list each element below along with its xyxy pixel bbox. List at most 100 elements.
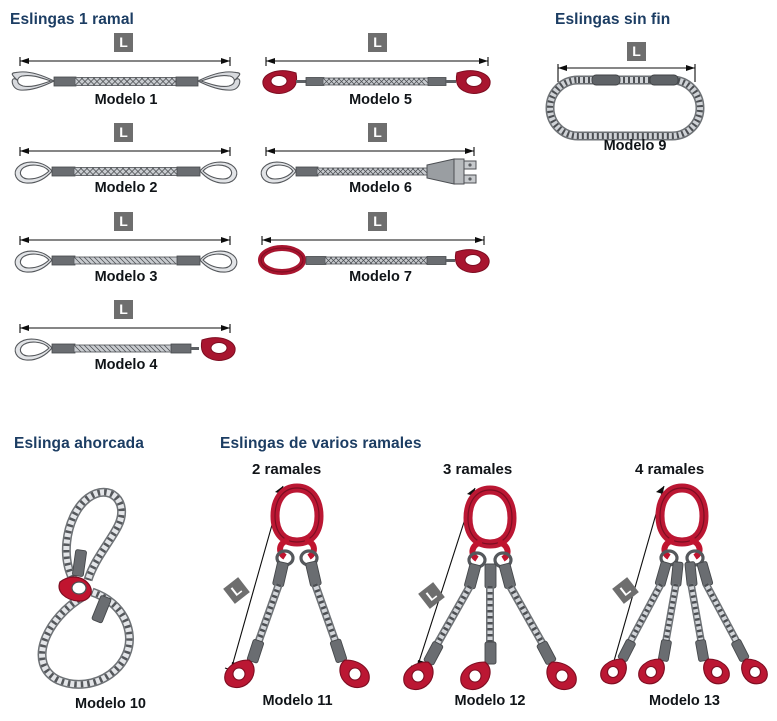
model-modelo-1: L Modelo (6, 33, 246, 108)
dimension-arrow-modelo-2 (19, 147, 231, 156)
hook-right-modelo-5 (446, 70, 491, 94)
dimension-label-l-modelo-4: L (114, 300, 133, 319)
ferrule-bottom-2-modelo-13 (658, 639, 672, 662)
legs-modelo-12 (431, 584, 549, 650)
dimension-label-l-modelo-2: L (114, 123, 133, 142)
ferrule-left-modelo-6 (295, 166, 319, 177)
hook-2-modelo-13 (638, 658, 665, 685)
ferrule-bottom-middle-modelo-12 (484, 641, 497, 665)
model-modelo-2: L Modelo (6, 123, 246, 196)
dimension-arrow-modelo-9 (557, 64, 696, 82)
endless-loop-body (545, 75, 705, 141)
dimension-label-l-modelo-6: L (368, 123, 387, 142)
hook-1-modelo-13 (600, 658, 627, 685)
model-modelo-10: Modelo 10 (18, 468, 203, 712)
modelo-10-illustration (37, 487, 134, 689)
hook-right-modelo-12 (546, 661, 577, 691)
rope-body-modelo-3 (73, 256, 179, 265)
master-link-modelo-13 (655, 483, 709, 547)
modelo-2-illustration (14, 147, 238, 184)
fork-socket-right-modelo-6 (426, 158, 477, 185)
modelo-6-illustration (260, 147, 477, 185)
ferrule-right-modelo-2 (176, 166, 201, 177)
hook-left-modelo-5 (262, 70, 306, 94)
model-label-modelo-4: Modelo 4 (94, 357, 158, 373)
modelo-1-illustration (11, 57, 241, 91)
ferrule-left-modelo-1 (53, 76, 77, 87)
modelo-5-illustration (262, 57, 491, 94)
rope-body-modelo-1 (74, 77, 178, 86)
thimble-eye-left (14, 161, 53, 184)
ferrule-left-modelo-4 (51, 343, 76, 354)
hook-right-modelo-7 (446, 249, 490, 273)
master-link-modelo-12 (463, 485, 517, 549)
modelo-13-illustration (600, 483, 768, 685)
rope-body-modelo-2 (73, 167, 179, 176)
dimension-arrow-modelo-3 (19, 236, 231, 245)
choker-rope (37, 487, 134, 689)
thimble-eye-left (14, 250, 53, 273)
ferrule-left-modelo-2 (51, 166, 76, 177)
dimension-arrow-modelo-5 (265, 57, 489, 66)
model-label-modelo-12: Modelo 12 (454, 693, 526, 709)
ferrule-top-2-modelo-13 (670, 561, 684, 587)
model-label-modelo-11: Modelo 11 (262, 693, 333, 709)
section-title-eslinga-ahorcada: Eslinga ahorcada (14, 435, 144, 452)
hook-right-modelo-4 (191, 337, 236, 361)
legs-modelo-13 (624, 582, 743, 648)
section-title-eslingas-varios-ramales: Eslingas de varios ramales (220, 435, 422, 452)
model-label-modelo-13: Modelo 13 (649, 693, 720, 709)
rope-body-modelo-7 (324, 256, 429, 265)
model-label-modelo-6: Modelo 6 (349, 180, 412, 196)
legs-modelo-11 (253, 582, 341, 648)
hook-4-modelo-13 (741, 658, 768, 685)
ferrule-right-modelo-7 (426, 256, 447, 265)
modelo-12-illustration (403, 485, 577, 691)
ferrule-right-modelo-1 (175, 76, 199, 87)
ferrule-left-modelo-7 (305, 256, 327, 265)
rope-body-modelo-4 (73, 344, 173, 353)
model-label-modelo-2: Modelo 2 (94, 180, 158, 196)
model-label-modelo-3: Modelo 3 (94, 269, 158, 285)
dimension-arrow-modelo-13 (605, 485, 665, 671)
dimension-label-l-modelo-3: L (114, 212, 133, 231)
model-label-modelo-1: Modelo 1 (94, 92, 158, 108)
model-label-modelo-10: Modelo 10 (75, 696, 146, 712)
subtitle-2-ramales: 2 ramales (252, 461, 322, 478)
ferrule-right-modelo-5 (427, 77, 447, 86)
dimension-label-l-modelo-9: L (627, 42, 646, 61)
ferrule-top-middle-modelo-12 (484, 563, 497, 589)
thimble-eye-right (199, 161, 238, 184)
dimension-arrow-modelo-4 (19, 324, 231, 333)
model-modelo-3: L Modelo 3 (6, 212, 246, 285)
ferrule-left-modelo-3 (51, 255, 76, 266)
ferrule-right-modelo-3 (176, 255, 201, 266)
ferrule-bottom-3-modelo-13 (695, 639, 709, 662)
modelo-4-illustration (14, 324, 236, 361)
hook-right-modelo-11 (339, 659, 370, 689)
ferrule-left-modelo-5 (305, 77, 325, 86)
ferrule-1-modelo-9 (591, 74, 621, 86)
model-modelo-13: L (592, 478, 777, 709)
model-label-modelo-7: Modelo 7 (349, 269, 412, 285)
model-label-modelo-9: Modelo 9 (603, 138, 667, 154)
model-label-modelo-5: Modelo 5 (349, 92, 412, 108)
subtitle-4-ramales: 4 ramales (635, 461, 705, 478)
dimension-arrow-modelo-6 (265, 147, 475, 156)
hook-middle-modelo-12 (460, 661, 491, 691)
model-modelo-5: L (258, 33, 503, 108)
ferrule-2-modelo-9 (649, 74, 679, 86)
thimble-eye-left (14, 338, 53, 361)
dimension-label-l-modelo-5: L (368, 33, 387, 52)
thimble-eye-left (260, 161, 297, 184)
dimension-arrow-modelo-1 (19, 57, 231, 66)
section-title-eslingas-sin-fin: Eslingas sin fin (555, 11, 671, 28)
ferrule-top-right-modelo-11 (305, 560, 322, 587)
model-modelo-12: L (395, 478, 585, 709)
modelo-11-illustration (224, 483, 370, 689)
ferrule-bottom-left-modelo-11 (246, 639, 265, 664)
master-link-modelo-11 (270, 483, 324, 547)
ferrule-upper-modelo-10 (72, 549, 87, 577)
modelo-7-illustration (258, 236, 490, 275)
